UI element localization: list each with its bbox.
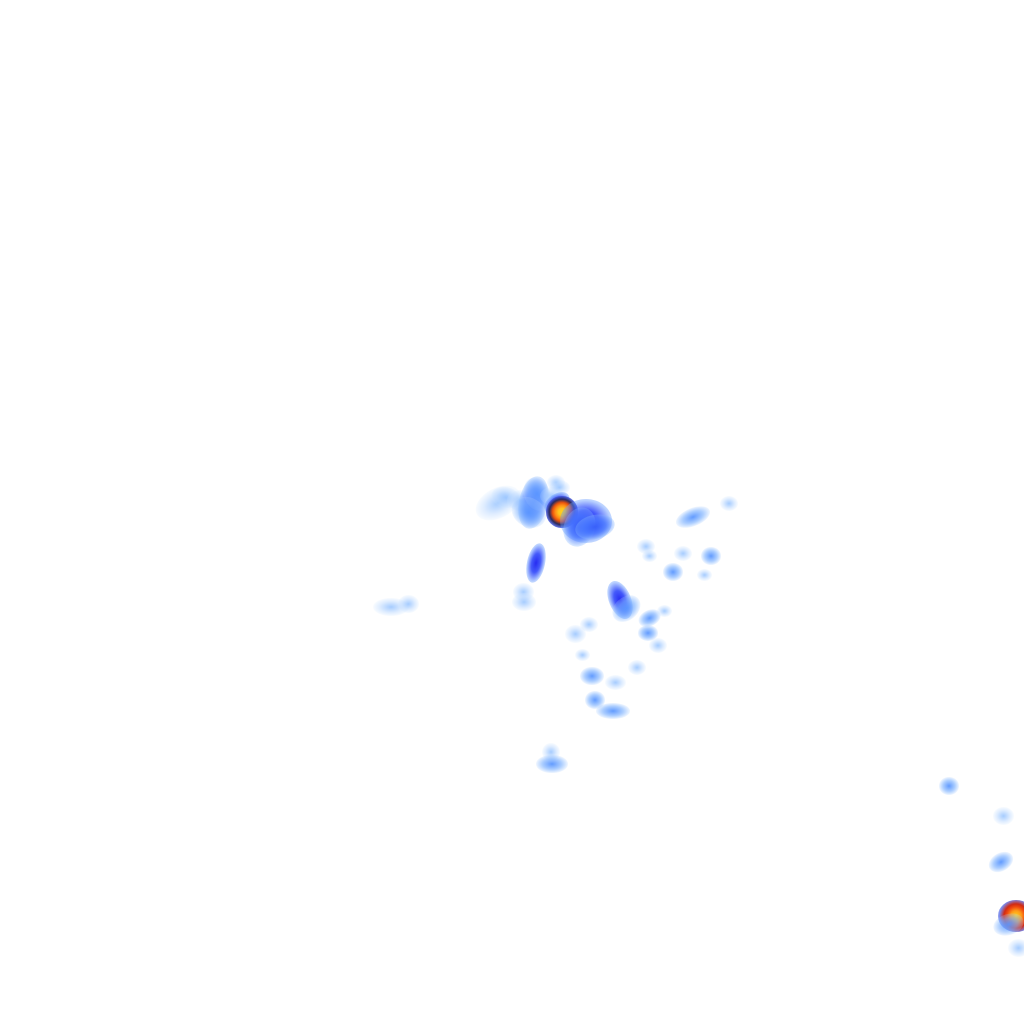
reflectivity-cell bbox=[938, 776, 960, 796]
reflectivity-cell bbox=[985, 847, 1017, 877]
reflectivity-cell bbox=[604, 674, 626, 690]
reflectivity-cell bbox=[542, 743, 560, 761]
reflectivity-cell bbox=[992, 807, 1014, 825]
reflectivity-cell bbox=[637, 538, 655, 554]
reflectivity-cell bbox=[506, 490, 552, 534]
reflectivity-cell bbox=[546, 496, 578, 528]
reflectivity-cell bbox=[584, 690, 606, 710]
reflectivity-cell bbox=[560, 499, 612, 543]
reflectivity-cell bbox=[557, 503, 601, 551]
reflectivity-cell bbox=[469, 478, 527, 528]
reflectivity-cell bbox=[674, 545, 692, 561]
reflectivity-cell bbox=[636, 605, 664, 630]
reflectivity-cell bbox=[548, 479, 570, 495]
reflectivity-cell bbox=[519, 473, 555, 515]
reflectivity-cell bbox=[373, 598, 409, 616]
reflectivity-cell bbox=[547, 474, 565, 490]
reflectivity-cell bbox=[720, 495, 738, 511]
reflectivity-cell bbox=[397, 595, 419, 613]
reflectivity-cell bbox=[540, 487, 564, 505]
reflectivity-cell bbox=[656, 605, 672, 617]
reflectivity-cell bbox=[649, 637, 667, 653]
reflectivity-cell bbox=[637, 625, 659, 641]
reflectivity-cell bbox=[696, 569, 712, 581]
reflectivity-cell bbox=[512, 583, 534, 601]
reflectivity-cell bbox=[662, 562, 684, 582]
reflectivity-cell bbox=[990, 909, 1024, 939]
reflectivity-cell bbox=[488, 482, 524, 512]
reflectivity-cell bbox=[1007, 939, 1024, 957]
reflectivity-cell bbox=[506, 489, 534, 511]
reflectivity-cell bbox=[523, 541, 549, 585]
reflectivity-cell bbox=[700, 546, 722, 566]
reflectivity-cell bbox=[512, 593, 536, 611]
reflectivity-cell bbox=[580, 616, 598, 632]
reflectivity-cell bbox=[641, 550, 657, 562]
reflectivity-cell bbox=[602, 577, 638, 623]
reflectivity-cell bbox=[998, 900, 1024, 932]
reflectivity-cell bbox=[564, 625, 586, 643]
reflectivity-cell bbox=[536, 754, 568, 774]
reflectivity-cell bbox=[580, 666, 604, 686]
reflectivity-cell bbox=[573, 511, 617, 543]
reflectivity-cell bbox=[574, 649, 590, 661]
reflectivity-cell bbox=[540, 487, 574, 519]
reflectivity-cell bbox=[628, 659, 646, 675]
reflectivity-cell bbox=[672, 501, 714, 533]
reflectivity-cell bbox=[596, 703, 630, 719]
reflectivity-cell bbox=[607, 590, 647, 628]
reflectivity-cell bbox=[513, 473, 553, 531]
